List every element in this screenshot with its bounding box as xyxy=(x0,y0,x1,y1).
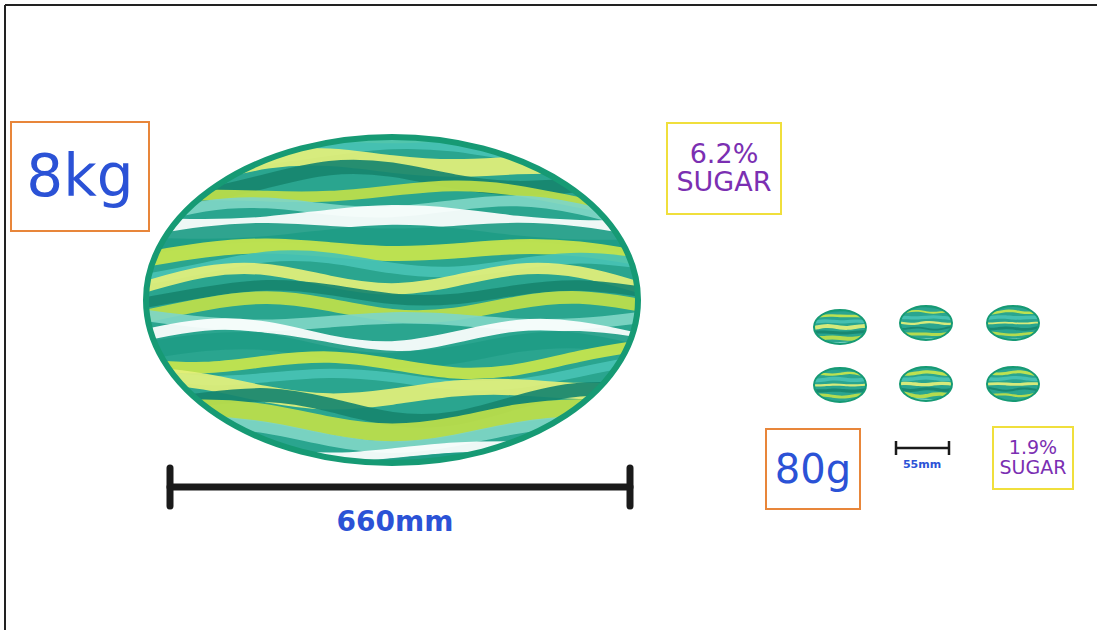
stripe xyxy=(896,383,956,384)
stripe xyxy=(810,321,870,323)
melon-outline xyxy=(987,306,1039,340)
melon-outline xyxy=(900,367,952,401)
stripe xyxy=(896,322,956,324)
stripe xyxy=(810,384,870,385)
stripe xyxy=(896,388,956,391)
stripe xyxy=(142,422,642,447)
stripe xyxy=(896,317,956,319)
melon-stripes xyxy=(983,366,1043,401)
stripe xyxy=(983,317,1043,319)
stripe xyxy=(810,332,870,333)
stripe xyxy=(983,378,1043,380)
melon-outline xyxy=(900,306,952,340)
sugar-box: 6.2% SUGAR xyxy=(666,122,781,215)
melon-stripes xyxy=(896,305,956,340)
weight-box: 8kg xyxy=(10,121,149,232)
stripe xyxy=(142,345,642,373)
small-watermelon xyxy=(810,309,870,344)
big-watermelon xyxy=(142,114,642,487)
stripe xyxy=(810,389,870,391)
melon-outline xyxy=(814,368,866,402)
stripe xyxy=(142,437,642,472)
melon-outline xyxy=(987,367,1039,401)
small-watermelon xyxy=(810,368,870,404)
box-text: 1.9% SUGAR xyxy=(1000,438,1067,478)
dimension-bar xyxy=(896,441,949,455)
melon-stripes xyxy=(142,114,642,487)
stripe xyxy=(810,326,870,328)
stripe xyxy=(142,447,642,487)
stripe xyxy=(810,379,870,381)
stripe xyxy=(983,327,1043,330)
melon-stripes xyxy=(983,305,1043,340)
melon-stripes xyxy=(896,366,956,401)
frame-line xyxy=(5,4,1097,6)
small-watermelon xyxy=(983,366,1043,401)
stripe xyxy=(983,322,1043,323)
stripe xyxy=(983,382,1043,386)
frame-line xyxy=(4,5,6,630)
small-watermelon xyxy=(896,366,956,401)
small-melons xyxy=(810,305,1043,403)
box-text: 80g xyxy=(775,448,851,490)
stripe xyxy=(896,327,956,330)
dimension-label: 55mm xyxy=(903,459,941,471)
melon-stripes xyxy=(810,309,870,344)
weight-box: 80g xyxy=(765,428,861,510)
dimension-label: 660mm xyxy=(337,507,454,538)
dimension-bar xyxy=(170,468,630,506)
box-text: 8kg xyxy=(26,146,133,207)
stripe xyxy=(983,388,1043,391)
melon-outline xyxy=(814,310,866,344)
stripe xyxy=(142,425,642,458)
melon-stripes xyxy=(810,368,870,404)
melon-outline xyxy=(146,137,638,463)
small-watermelon xyxy=(983,305,1043,340)
box-text: 6.2% SUGAR xyxy=(676,140,771,197)
small-watermelon xyxy=(896,305,956,340)
stripe xyxy=(896,378,956,380)
sugar-box: 1.9% SUGAR xyxy=(992,426,1075,490)
